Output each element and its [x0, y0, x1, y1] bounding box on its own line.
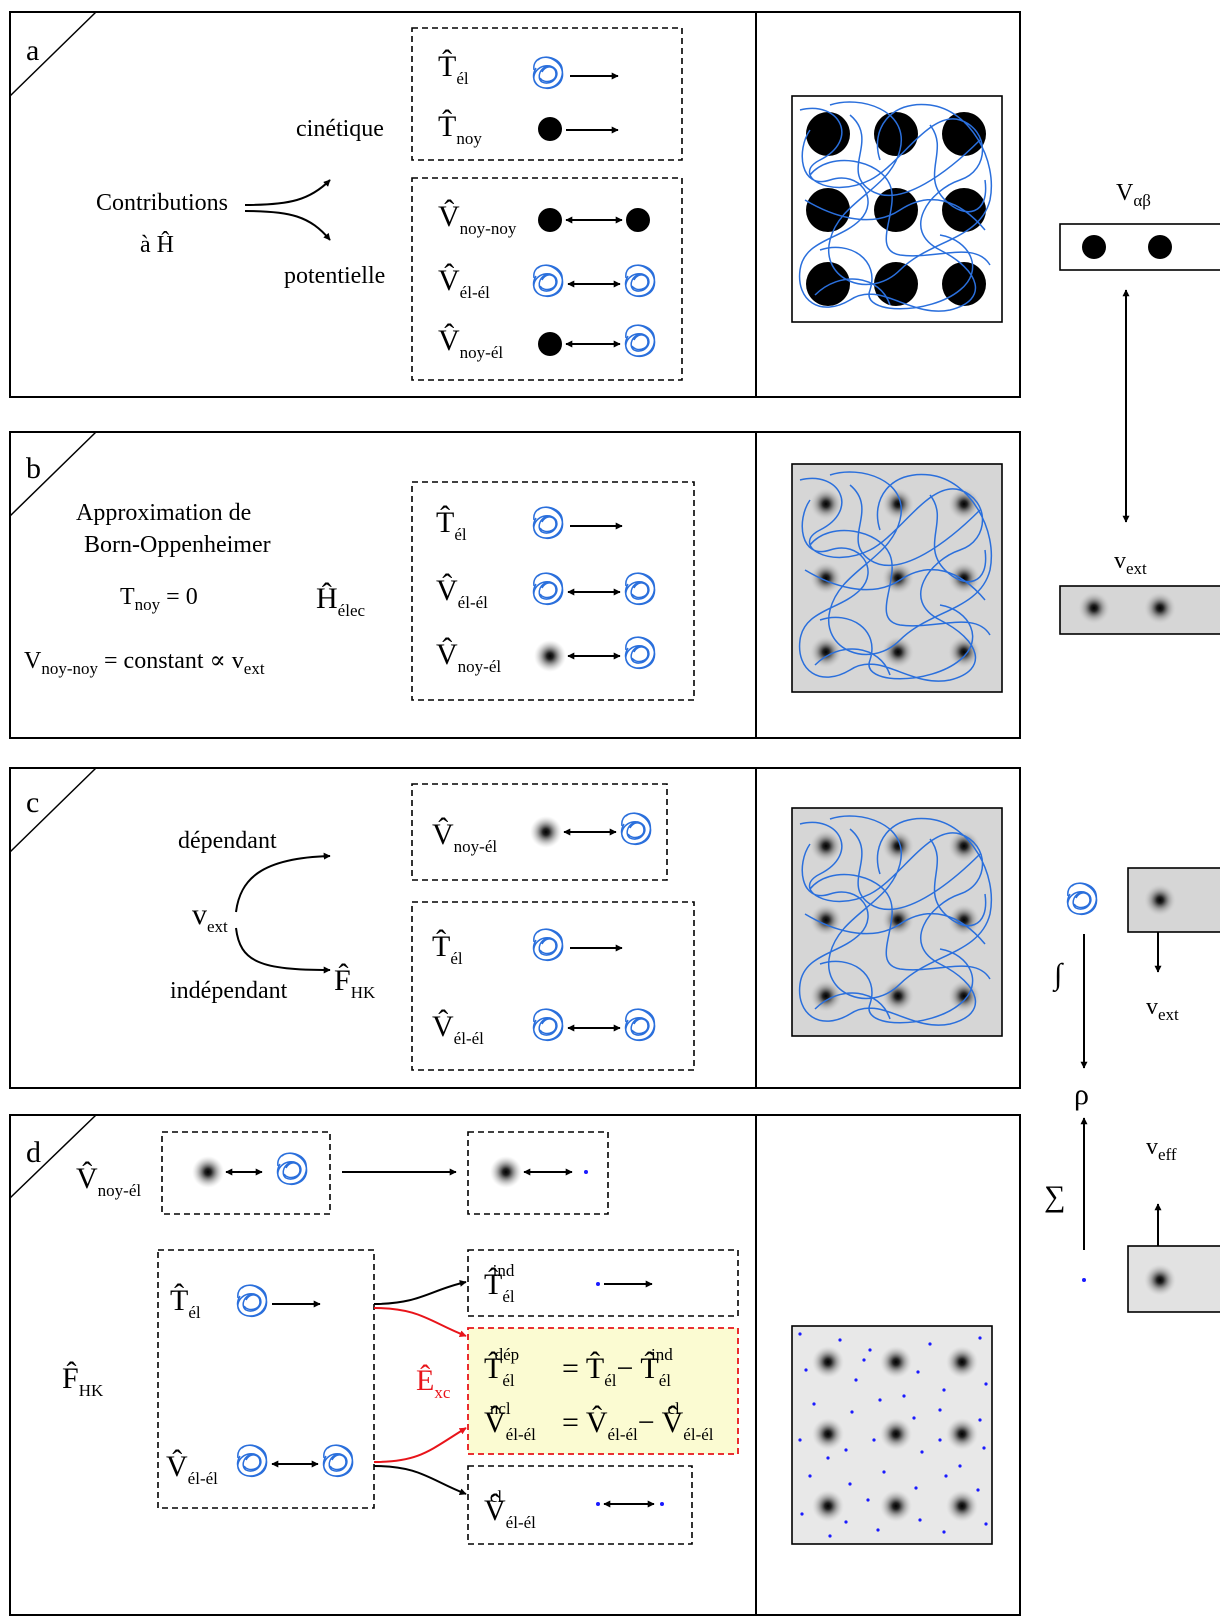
d-v-cl-box: [467, 1465, 693, 1545]
d-F-HK: F̂HK: [62, 1361, 104, 1400]
v-alpha-beta: Vαβ: [1116, 180, 1151, 210]
d-noy-el-box: [161, 1131, 331, 1215]
integral-symbol: ∫: [1052, 958, 1064, 993]
panel-a: a Contributions à Ĥ cinétique potentiell…: [9, 11, 1021, 398]
panel-c: c dépendant indépendant vext F̂HK V̂noy-…: [9, 767, 1021, 1089]
kinetic-label: cinétique: [296, 116, 384, 142]
c-V-el-el: V̂él-él: [432, 1009, 484, 1048]
panel-c-frame: [9, 767, 1021, 1089]
panel-a-frame: [9, 11, 1021, 398]
kinetic-box: [411, 27, 683, 161]
v-ext-side-1: vext: [1114, 548, 1147, 578]
a-T-el: T̂él: [438, 49, 469, 88]
panel-d-frame: [9, 1114, 1021, 1616]
c-T-el: T̂él: [432, 929, 463, 968]
c-indep-box: [411, 901, 695, 1071]
panel-d-letter: d: [26, 1136, 41, 1169]
panel-b-frame: [9, 431, 1021, 739]
panel-c-crystal: [791, 807, 1003, 1037]
t-dep-equation: T̂éldép= T̂él− T̂élind: [484, 1345, 673, 1390]
v-ncl-equation: V̂él-élncl= V̂él-él− V̂él-élcl: [484, 1399, 714, 1444]
d-V-noy-el: V̂noy-él: [76, 1161, 141, 1200]
panel-d-density: [791, 1325, 993, 1545]
a-h-label: à Ĥ: [140, 232, 174, 258]
d-t-ind-box: [467, 1249, 739, 1317]
a-V-noy-el: V̂noy-él: [438, 323, 503, 362]
rho-symbol: ρ: [1074, 1078, 1089, 1111]
side-column: Vαβ vext vext ∫ ρ ∑ veff: [1044, 180, 1220, 1313]
potential-box: [411, 177, 683, 381]
b-V-el-el: V̂él-él: [436, 573, 488, 612]
a-V-el-el: V̂él-él: [438, 263, 490, 302]
c-V-noy-el: V̂noy-él: [432, 817, 497, 856]
panel-a-crystal: [791, 95, 1003, 323]
potential-label: potentielle: [284, 263, 385, 289]
h-elec: Ĥélec: [316, 582, 365, 620]
panel-b-letter: b: [26, 452, 41, 485]
sigma-symbol: ∑: [1044, 1180, 1065, 1213]
d-noy-el-point-box: [467, 1131, 609, 1215]
b-T-el: T̂él: [436, 505, 467, 544]
c-v-ext: vext: [192, 898, 228, 936]
panel-c-letter: c: [26, 786, 39, 819]
b-V-noy-el: V̂noy-él: [436, 637, 501, 676]
panel-d: d V̂noy-él F̂HK T̂él V̂él-él Êxc T̂élind…: [9, 1114, 1021, 1616]
panel-b-crystal: [791, 463, 1003, 693]
approx-line1: Approximation de: [76, 500, 251, 526]
contributions-label: Contributions: [96, 190, 228, 216]
d-T-el: T̂él: [170, 1283, 201, 1322]
c-dep-box: [411, 783, 668, 881]
independent-label: indépendant: [170, 978, 288, 1004]
a-T-noy: T̂noy: [438, 109, 482, 148]
d-T-ind: T̂élind: [484, 1261, 515, 1306]
exc-box: [467, 1327, 739, 1455]
v-ext-side-2: vext: [1146, 994, 1179, 1024]
a-V-noy-noy: V̂noy-noy: [438, 199, 517, 238]
dependent-label: dépendant: [178, 828, 277, 854]
t-noy-zero: Tnoy = 0: [120, 584, 198, 614]
approx-line2: Born-Oppenheimer: [84, 532, 271, 558]
d-V-cl: V̂él-élcl: [484, 1487, 536, 1532]
c-F-HK: F̂HK: [334, 963, 376, 1002]
d-V-el-el: V̂él-él: [166, 1449, 218, 1488]
v-noy-noy-const: Vnoy-noy = constant ∝ vext: [24, 648, 265, 678]
b-elec-box: [411, 481, 695, 701]
panel-a-letter: a: [26, 34, 39, 67]
d-fhk-box: [157, 1249, 375, 1509]
panel-b: b Approximation de Born-Oppenheimer Tnoy…: [9, 431, 1021, 739]
e-xc-label: Êxc: [416, 1364, 451, 1402]
v-eff-side: veff: [1146, 1134, 1177, 1164]
